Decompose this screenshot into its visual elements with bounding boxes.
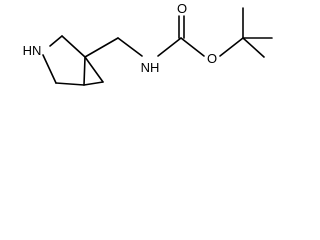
ring-amine-label: HN: [23, 43, 42, 58]
carbonyl-oxygen-label: O: [177, 1, 187, 16]
bond-c1-c5: [83, 56, 86, 86]
bond-tbutyl-methyl-down: [242, 37, 265, 58]
bond-c2-c1: [61, 35, 86, 58]
bond-c5-c6: [83, 81, 104, 86]
atom-labels: HN NH O O: [23, 1, 217, 75]
carbamate-amine-label: NH: [141, 60, 160, 75]
bond-ch2-nh: [117, 37, 143, 57]
pyrrolidine-ring: [42, 35, 86, 86]
cyclopropane-ring: [83, 56, 104, 86]
bond-c4-c5: [55, 82, 85, 86]
bond-n-c4-bottom: [42, 54, 57, 84]
bond-nh-carbonyl: [157, 37, 182, 57]
bond-ester-o-tbutyl: [219, 37, 244, 57]
bond-c1-ch2: [84, 37, 119, 58]
bond-c1-c6: [84, 56, 104, 83]
bond-n-c2-top: [49, 35, 63, 47]
carbamate-side-chain: [84, 7, 273, 58]
bond-carbonyl-ester-o: [180, 37, 205, 57]
ester-oxygen-label: O: [207, 51, 217, 66]
chemical-structure-diagram: HN NH O O: [23, 1, 273, 86]
